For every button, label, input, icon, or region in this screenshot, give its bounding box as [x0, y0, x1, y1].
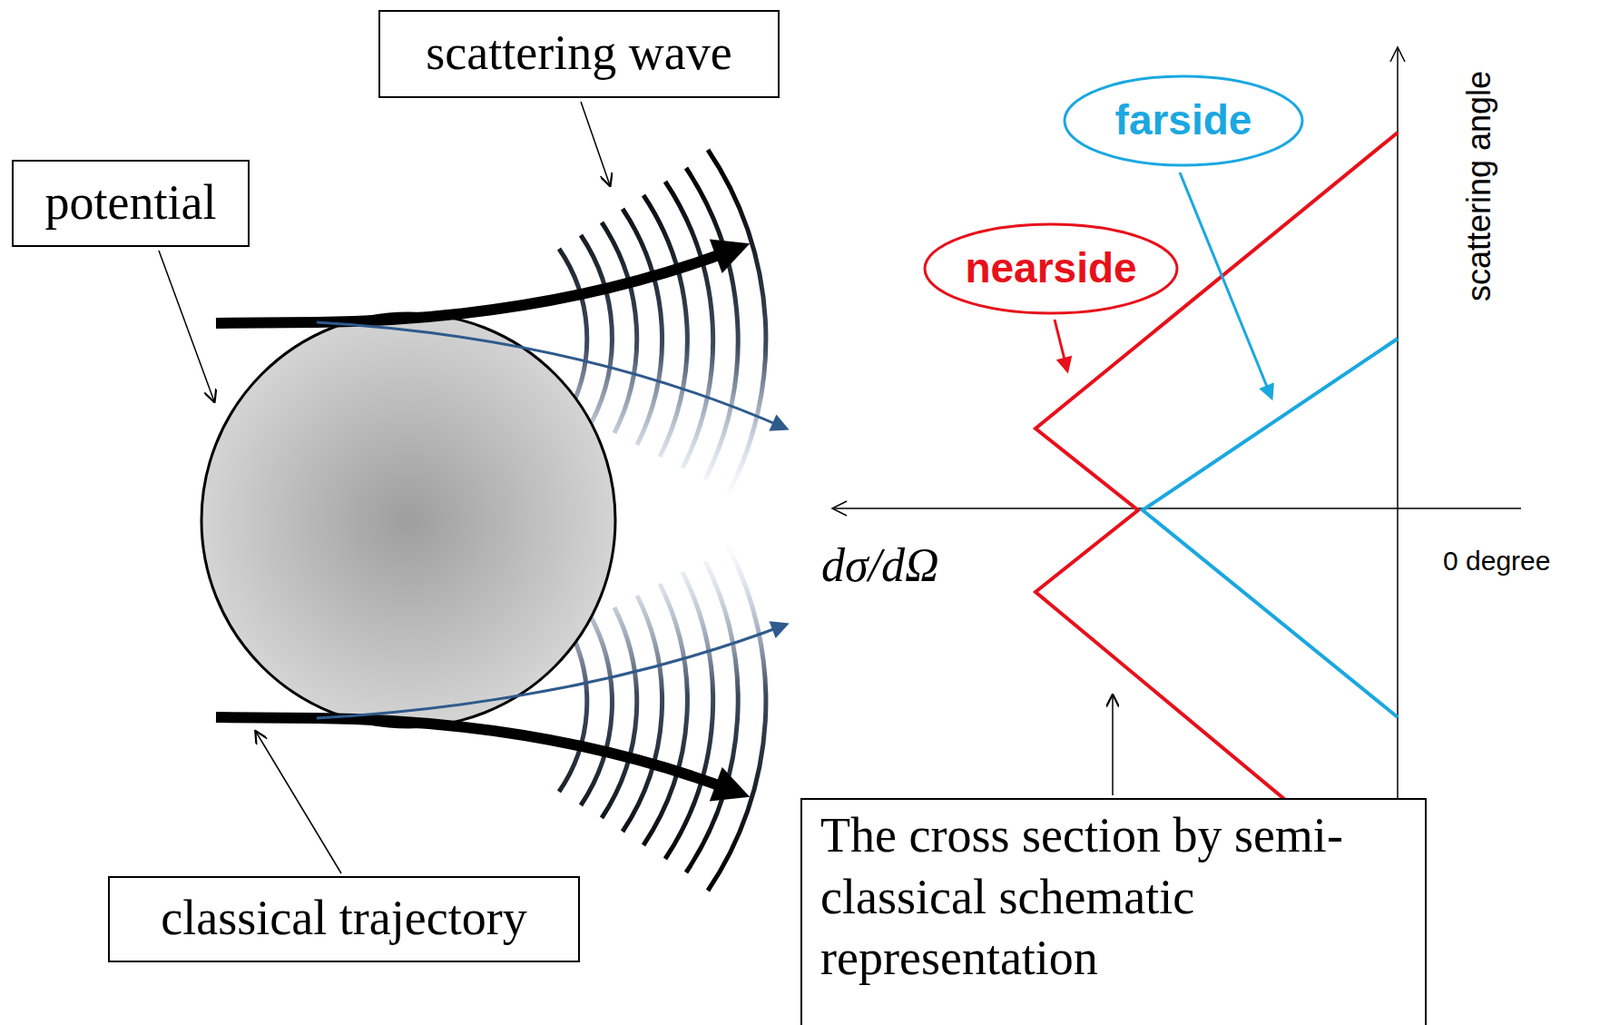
farside-pointer: [1179, 172, 1272, 398]
farside-callout: farside: [1062, 74, 1305, 167]
axis-label: dσ/dΩ: [821, 538, 940, 592]
potential-sphere: [201, 313, 616, 727]
nearside-pointer: [1054, 319, 1068, 371]
cross-section-axis: [832, 507, 1522, 510]
scattered-path-arrow: [316, 322, 786, 429]
callout-text: farside: [1115, 94, 1253, 148]
callout-text: classical trajectory: [160, 887, 527, 950]
note-box: The cross section by semi-classical sche…: [800, 797, 1427, 1025]
callout-text: The cross section by semi-classical sche…: [820, 804, 1407, 990]
scattered-path-arrow: [316, 624, 786, 718]
leader-line: [1111, 695, 1114, 796]
nearside-callout: nearside: [922, 222, 1179, 315]
leader-line: [158, 250, 215, 402]
callout-box: scattering wave: [378, 9, 780, 99]
callout-text: potential: [45, 172, 217, 235]
leader-line: [255, 731, 342, 874]
ellipse-outline: [924, 224, 1178, 314]
callout-box: classical trajectory: [107, 875, 580, 962]
axis-label: 0 degree: [1442, 545, 1551, 577]
callout-box: potential: [11, 159, 250, 247]
axis-label: scattering angle: [1460, 70, 1499, 302]
classical-trajectory-arrow: [215, 252, 727, 324]
ellipse-outline: [1064, 76, 1303, 166]
axis-arrowhead: [1390, 47, 1405, 62]
callout-text: nearside: [964, 242, 1137, 295]
classical-trajectory-arrow: [215, 716, 727, 788]
axis-arrowhead: [832, 500, 847, 516]
callout-text: scattering wave: [425, 22, 732, 85]
leader-line: [580, 101, 610, 186]
